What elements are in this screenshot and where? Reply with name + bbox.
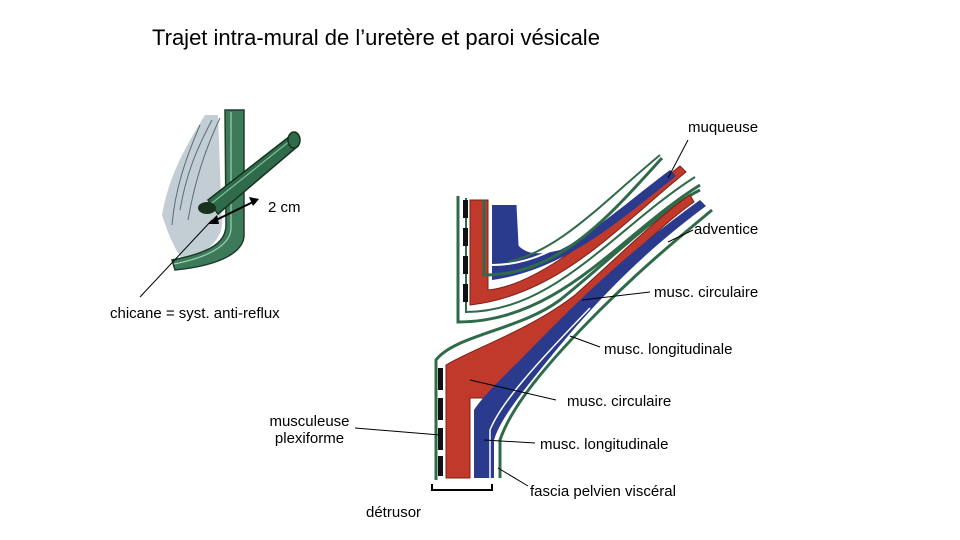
detrusor-bracket — [431, 484, 493, 491]
musc-circulaire-upper-label: musc. circulaire — [654, 284, 759, 301]
musculeuse-line1: musculeuse — [269, 413, 350, 430]
right-wall-section — [354, 139, 713, 491]
bladder-lumen-shading — [162, 115, 222, 262]
bladder-wall — [171, 109, 245, 271]
musculeuse-label: musculeuse plexiforme — [262, 413, 357, 447]
adventice-label: adventice — [694, 221, 759, 238]
detrusor-label: détrusor — [366, 504, 422, 521]
upper-blue-muscle — [492, 170, 676, 280]
muqueuse-label: muqueuse — [688, 119, 759, 136]
chicane-label: chicane = syst. anti-reflux — [110, 305, 280, 322]
musculeuse-line2: plexiforme — [274, 430, 345, 447]
fascia-label: fascia pelvien viscéral — [530, 483, 676, 500]
musc-circulaire-lower-label: musc. circulaire — [567, 393, 672, 410]
page-title: Trajet intra-mural de l’uretère et paroi… — [152, 25, 600, 50]
musc-longitudinale-upper-label: musc. longitudinale — [604, 341, 733, 358]
musc-longitudinale-lower-label: musc. longitudinale — [540, 436, 669, 453]
ureter-orifice — [198, 202, 216, 214]
measure-label: 2 cm — [268, 199, 301, 216]
measure-arrow — [211, 200, 256, 223]
left-bladder-figure — [139, 109, 301, 298]
chicane-leader — [139, 219, 213, 298]
